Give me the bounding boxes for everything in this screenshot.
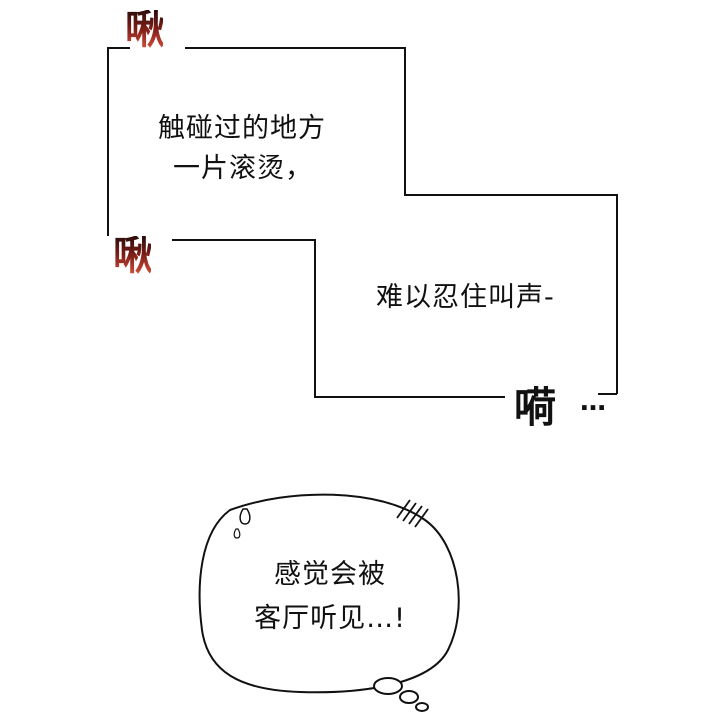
sound-effect-top: 啾 — [125, 7, 165, 53]
sound-effect-bottom: 嗬 — [514, 383, 557, 432]
sound-effect-middle: 啾 — [113, 233, 153, 279]
lower-caption-outline — [172, 239, 505, 398]
stress-line-2-icon — [402, 502, 417, 522]
upper-caption-left-edge — [107, 47, 130, 58]
thought-bubble-line-2: 客厅听见…! — [254, 603, 406, 634]
upper-caption-outline — [185, 47, 618, 394]
thought-bubble-line-1: 感觉会被 — [274, 559, 386, 590]
stress-line-1-icon — [396, 499, 411, 519]
caption-line-1: 触碰过的地方 — [158, 113, 326, 144]
thought-bubble-tail-large — [373, 677, 403, 695]
sound-effect-trail: … — [580, 387, 608, 417]
sweat-drop-icon — [239, 508, 251, 525]
stress-line-3-icon — [408, 505, 423, 525]
thought-bubble-tail-medium — [399, 690, 419, 704]
thought-bubble-outline — [198, 493, 460, 694]
caption-line-2: 一片滚烫， — [173, 153, 313, 184]
thought-bubble-tail-small — [415, 702, 429, 712]
caption-line-3: 难以忍住叫声- — [376, 282, 555, 313]
sweat-drop-small-icon — [233, 528, 241, 539]
stress-line-4-icon — [414, 508, 429, 528]
